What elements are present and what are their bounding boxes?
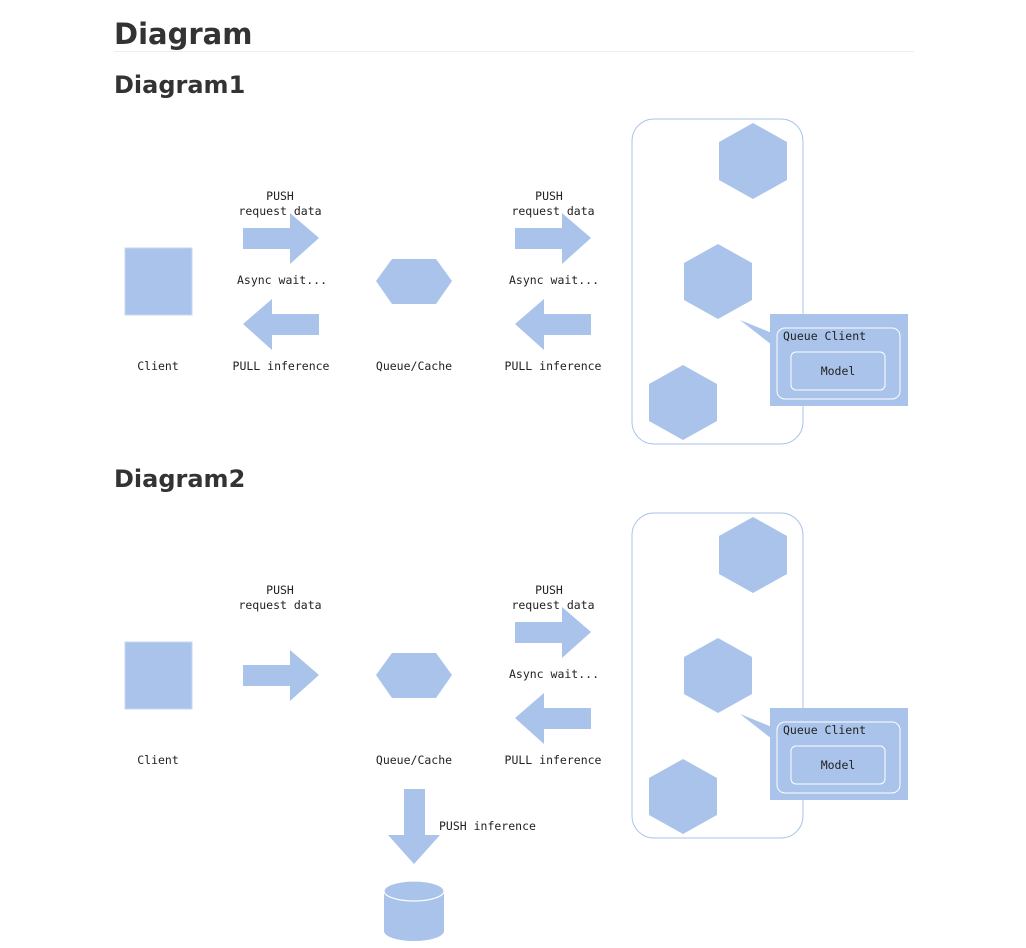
diagram2-canvas: Client PUSH request data Queue/Cache PUS… [124, 512, 908, 941]
push-label-line1: PUSH [266, 583, 294, 597]
worker-node [649, 365, 717, 440]
pull-label: PULL inference [505, 753, 602, 767]
worker-cluster-container [631, 512, 804, 839]
push-label-line2: request data [511, 204, 594, 218]
client-node [124, 247, 193, 316]
push-label-line1: PUSH [535, 189, 563, 203]
queue-node [376, 259, 452, 304]
push-label-line1: PUSH [266, 189, 294, 203]
push-label-line2: request data [238, 598, 321, 612]
async-label: Async wait... [509, 667, 599, 681]
push-label-line2: request data [511, 598, 594, 612]
push-inference-label: PUSH inference [439, 819, 536, 833]
queue-label: Queue/Cache [376, 359, 452, 373]
queue-node [376, 653, 452, 698]
title-divider [114, 51, 914, 52]
queue-client-label: Queue Client [783, 329, 866, 343]
pull-label: PULL inference [505, 359, 602, 373]
worker-cluster-container [631, 118, 804, 445]
pull-arrow-left [243, 299, 319, 350]
pull-arrow-left [515, 693, 591, 744]
worker-node [719, 517, 787, 593]
callout-pointer [740, 320, 772, 345]
push-arrow-right [243, 650, 319, 701]
pull-arrow-left [515, 299, 591, 350]
diagram1-canvas: Client PUSH request data Async wait... P… [124, 118, 908, 445]
worker-node [684, 638, 752, 713]
model-label: Model [821, 364, 856, 378]
client-label: Client [137, 753, 179, 767]
worker-node [684, 244, 752, 319]
async-label: Async wait... [237, 273, 327, 287]
pull-label: PULL inference [233, 359, 330, 373]
callout-pointer [740, 714, 772, 739]
database-icon [383, 880, 445, 941]
client-label: Client [137, 359, 179, 373]
queue-client-label: Queue Client [783, 723, 866, 737]
model-box [790, 351, 886, 391]
worker-node [649, 759, 717, 834]
diagram1-title: Diagram1 [114, 71, 246, 99]
queue-client-box [776, 327, 901, 400]
async-label: Async wait... [509, 273, 599, 287]
model-box [790, 745, 886, 785]
push-arrow-right [515, 607, 591, 658]
page-title: Diagram [114, 17, 253, 51]
push-arrow-right [515, 213, 591, 264]
queue-label: Queue/Cache [376, 753, 452, 767]
worker-node [719, 123, 787, 199]
push-label-line2: request data [238, 204, 321, 218]
queue-client-box [776, 721, 901, 794]
push-inference-arrow-down [388, 789, 440, 864]
client-node [124, 641, 193, 710]
model-label: Model [821, 758, 856, 772]
push-label-line1: PUSH [535, 583, 563, 597]
push-arrow-right [243, 213, 319, 264]
diagram2-title: Diagram2 [114, 465, 246, 493]
